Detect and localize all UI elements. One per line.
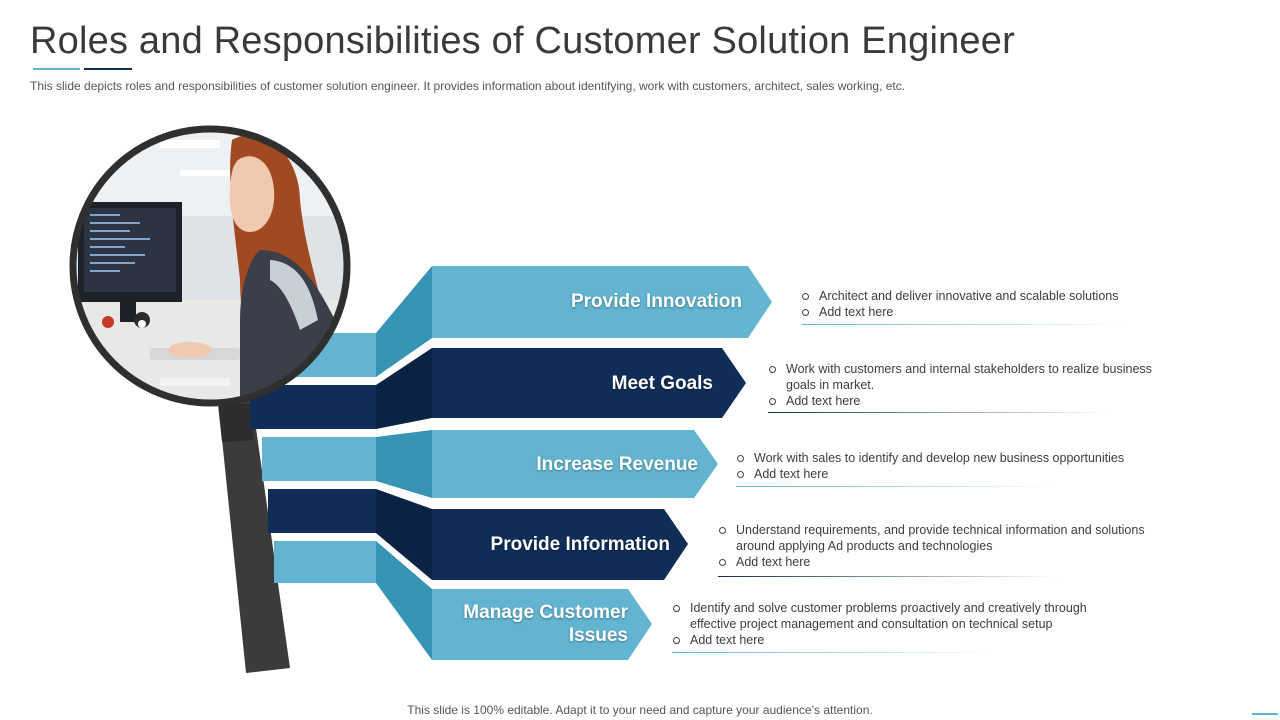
title-underline-dark	[84, 68, 132, 70]
arrow-increase-revenue	[432, 430, 718, 498]
magnifier-neck	[218, 404, 254, 442]
page-subtitle: This slide depicts roles and responsibil…	[30, 79, 906, 93]
bullet-item: Work with customers and internal stakeho…	[768, 361, 1178, 393]
lens-rim	[69, 125, 351, 407]
bullet-item: Understand requirements, and provide tec…	[718, 522, 1173, 554]
lens-photo	[74, 130, 346, 402]
arrow-meet-goals	[432, 348, 746, 418]
footer-note: This slide is 100% editable. Adapt it to…	[407, 703, 873, 717]
arrow-manage-customer-issues	[432, 589, 652, 660]
arrow-fold-connectors	[376, 266, 432, 660]
arrow-label-manage-customer-issues: Manage Customer Issues	[463, 602, 628, 646]
bullet-item: Architect and deliver innovative and sca…	[801, 288, 1161, 304]
bullet-item: Add text here	[718, 554, 1173, 570]
page-title: Roles and Responsibilities of Customer S…	[30, 20, 1015, 62]
arrow-fronts	[432, 266, 772, 660]
arrow-label-provide-innovation: Provide Innovation	[570, 291, 742, 312]
role-description-increase-revenue: Work with sales to identify and develop …	[736, 450, 1166, 482]
arrow-label-meet-goals: Meet Goals	[611, 373, 713, 394]
arrow-label-provide-information: Provide Information	[490, 534, 670, 555]
magnifier-handle	[218, 400, 290, 673]
corner-accent	[1252, 713, 1278, 715]
bullet-item: Add text here	[768, 393, 1178, 409]
arrow-label-increase-revenue: Increase Revenue	[536, 454, 698, 475]
title-underline-light	[33, 68, 80, 70]
bullet-item: Add text here	[672, 632, 1117, 648]
role-description-manage-customer-issues: Identify and solve customer problems pro…	[672, 600, 1117, 648]
arrow-provide-innovation	[432, 266, 772, 338]
bullet-item: Work with sales to identify and develop …	[736, 450, 1166, 466]
role-description-provide-information: Understand requirements, and provide tec…	[718, 522, 1173, 570]
bullet-item: Identify and solve customer problems pro…	[672, 600, 1117, 632]
bullet-item: Add text here	[801, 304, 1161, 320]
arrow-provide-information	[432, 509, 688, 580]
role-description-provide-innovation: Architect and deliver innovative and sca…	[801, 288, 1161, 320]
role-description-meet-goals: Work with customers and internal stakeho…	[768, 361, 1178, 409]
description-underlines	[672, 324, 1122, 653]
bullet-item: Add text here	[736, 466, 1166, 482]
